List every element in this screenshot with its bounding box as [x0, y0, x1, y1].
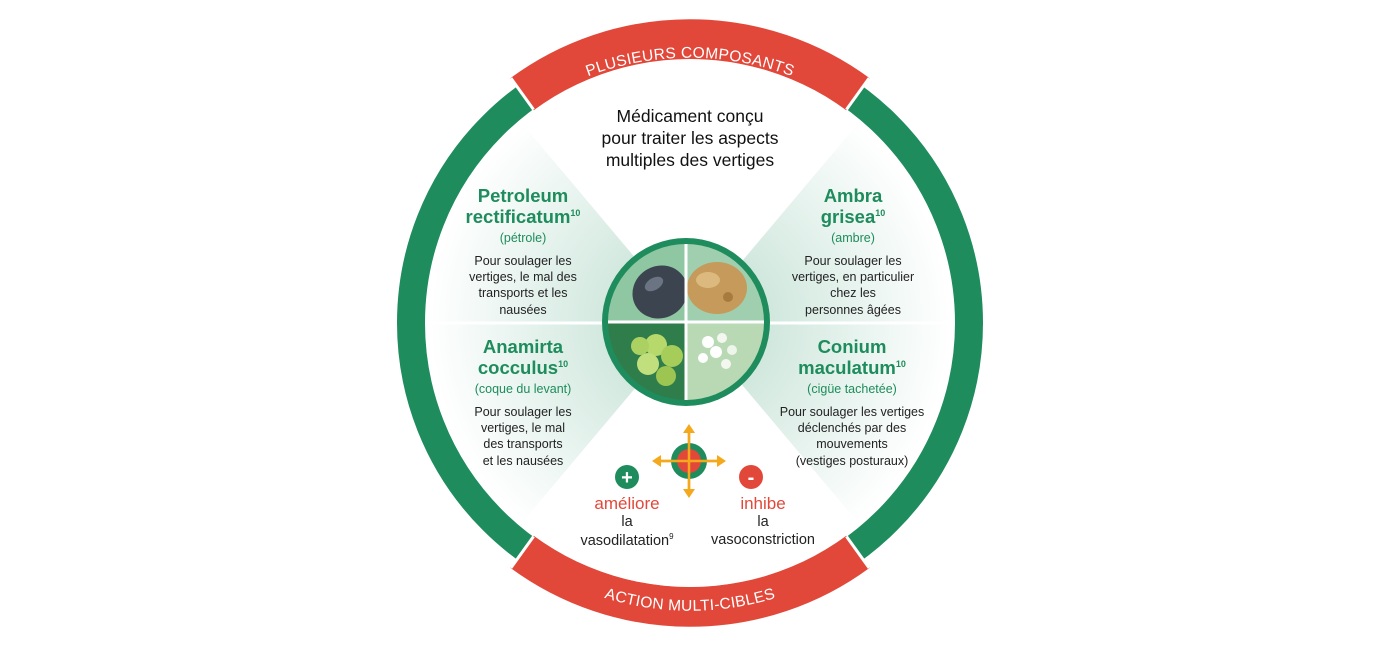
- effect-vasodilatation: améliore la vasodilatation9: [572, 494, 682, 550]
- plus-icon: +: [615, 465, 639, 489]
- ring-label-left: INGRÉDIENTS ACTIFS: [368, 236, 397, 411]
- ingredient-description: Pour soulager les vertiges, le mal des t…: [469, 253, 577, 317]
- ring-separator: [509, 77, 535, 111]
- multi-target-icon: [652, 424, 726, 498]
- ring-label-right: INGRÉDIENTS ACTIFS: [983, 236, 1012, 411]
- petroleum-stone-image: [608, 244, 688, 322]
- ingredient-common-name: (pétrole): [499, 230, 547, 245]
- ring-separator: [845, 77, 871, 111]
- effect-vasoconstriction: inhibe la vasoconstriction: [708, 494, 818, 549]
- svg-text:+: +: [621, 467, 633, 489]
- ingredient-name: Conium maculatum10: [798, 336, 906, 378]
- outer-ring-red-top: [510, 19, 870, 111]
- ingredient-ambra: Ambra grisea10 (ambre) Pour soulager les…: [773, 185, 933, 318]
- ingredient-common-name: (cigüe tachetée): [807, 381, 897, 396]
- ingredient-name: Petroleum rectificatum10: [465, 185, 581, 227]
- anamirta-berries-image: [608, 322, 686, 400]
- ingredient-name: Ambra grisea10: [820, 185, 886, 227]
- outer-ring-red-bottom: [510, 535, 870, 627]
- ambra-image: [686, 244, 764, 322]
- ingredient-description: Pour soulager les vertiges, le mal des t…: [474, 404, 572, 468]
- ingredient-description: Pour soulager les vertiges, en particuli…: [791, 253, 915, 317]
- minus-icon: -: [739, 465, 763, 489]
- svg-text:-: -: [748, 467, 755, 489]
- ingredient-common-name: (coque du levant): [474, 381, 572, 396]
- ingredient-petroleum: Petroleum rectificatum10 (pétrole) Pour …: [443, 185, 603, 318]
- ingredient-name: Anamirta cocculus10: [477, 336, 569, 378]
- ingredient-conium: Conium maculatum10 (cigüe tachetée) Pour…: [768, 336, 936, 469]
- ingredient-anamirta: Anamirta cocculus10 (coque du levant) Po…: [443, 336, 603, 469]
- effect-verb: inhibe: [740, 494, 786, 513]
- conium-flowers-image: [686, 322, 764, 400]
- ingredient-common-name: (ambre): [831, 230, 875, 245]
- diagram-heading: Médicament conçu pour traiter les aspect…: [601, 106, 779, 170]
- effect-verb: améliore: [594, 494, 660, 513]
- central-medallion: [602, 238, 770, 406]
- wedge-top-right: [690, 121, 954, 323]
- wedge-bottom-right: [690, 323, 954, 525]
- ingredient-description: Pour soulager les vertiges déclenchés pa…: [779, 404, 925, 468]
- ring-separator: [509, 535, 535, 569]
- ring-separator: [845, 535, 871, 569]
